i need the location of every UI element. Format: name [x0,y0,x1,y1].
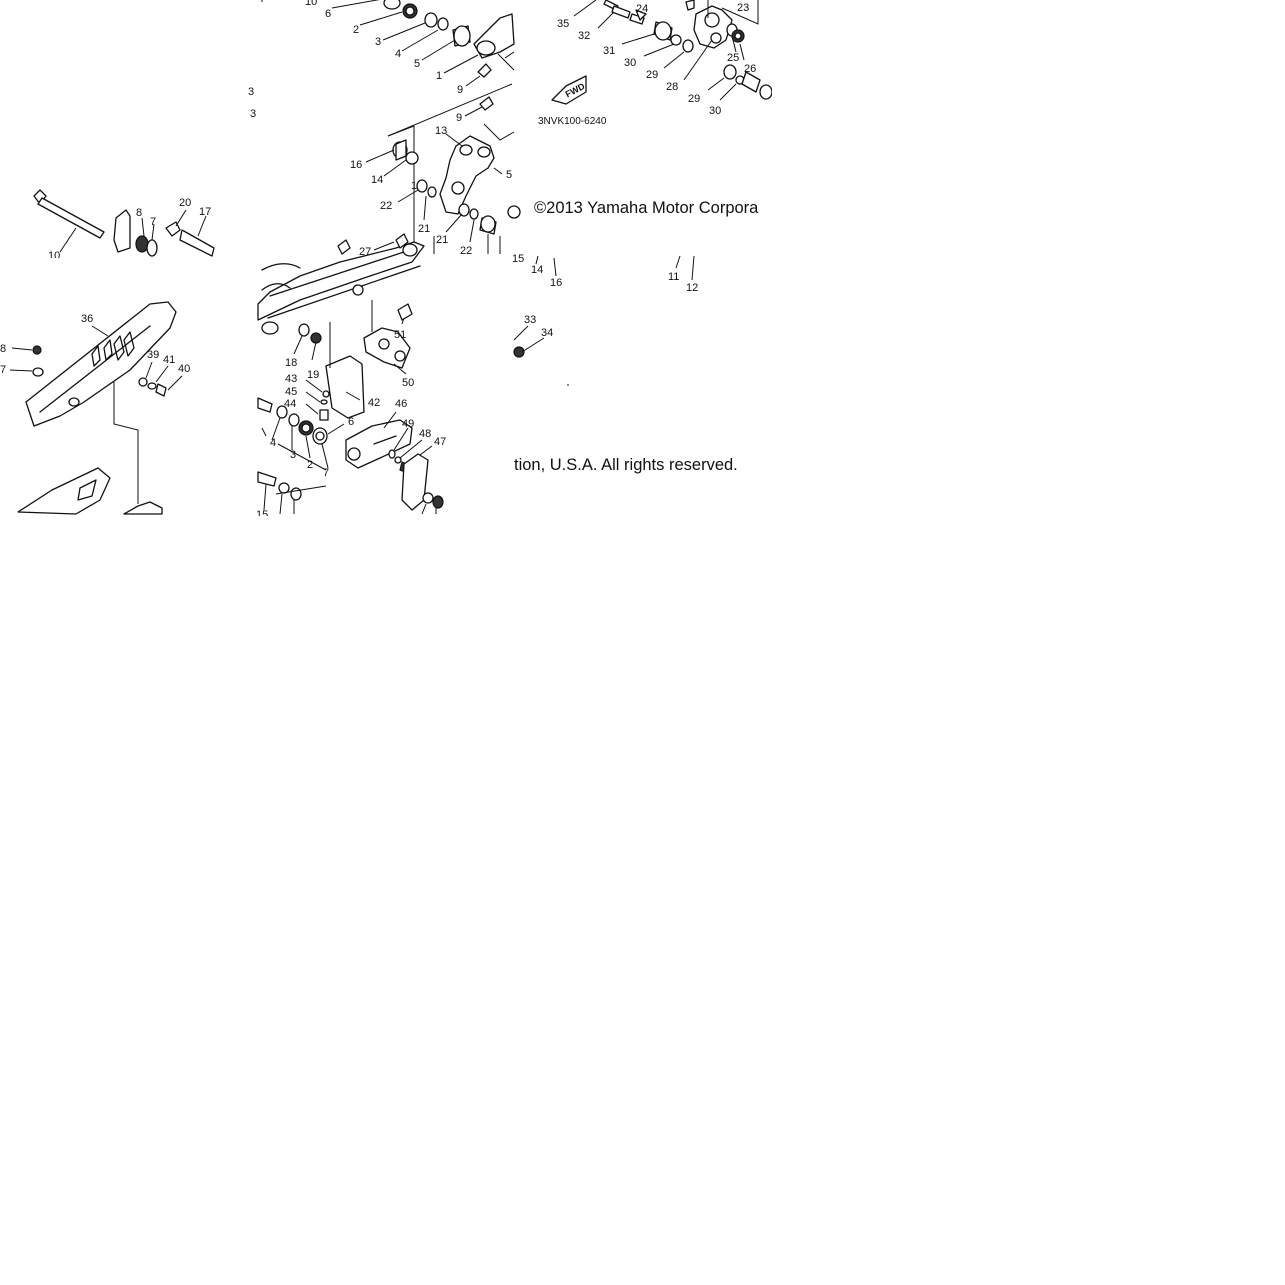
callout: 4 [270,437,276,449]
callout: 21 [436,234,448,246]
callout: 7 [323,467,329,479]
callout: 6 [325,8,331,20]
callout: 8 [0,343,6,355]
callout: 3 [375,36,381,48]
callout: 46 [395,398,407,410]
grease-nipple-2 [479,96,494,111]
tile-relay [365,125,521,254]
callout: 19 [307,369,319,381]
callout: 9 [457,84,463,96]
callout: 11 [668,271,679,283]
callout: 16 [550,277,562,289]
callout: 7 [0,364,6,376]
callout: 24 [636,3,648,15]
copyright-text-part2: tion, U.S.A. All rights reserved. [514,456,738,474]
blank-tile [0,0,246,183]
grease-nipple [477,63,492,78]
callout: 50 [402,377,414,389]
callout: 23 [737,2,749,14]
callout: 14 [371,174,383,186]
callout: 28 [666,81,678,93]
guard-42 [325,355,365,419]
bearing-part [383,0,401,10]
collar-17 [179,229,215,257]
callout: 12 [686,282,698,294]
callout: 34 [541,327,553,339]
callout: 30 [624,57,636,69]
pivot-shaft [37,197,105,239]
callout: 29 [688,93,700,105]
callout: 3 [248,86,254,98]
callout: 51 [394,329,406,341]
callout: 47 [434,436,446,448]
callout: 4 [395,48,401,60]
callout: 27 [359,246,371,258]
callout: 1 [411,180,417,192]
callout: 49 [402,418,414,430]
blank-gap-2 [0,258,256,298]
callout: 20 [179,197,191,209]
tile-chain-guard [9,301,183,515]
chain-guard-lower [17,467,111,515]
callout: 36 [81,313,93,325]
callout: 26 [744,63,756,75]
callout: 8 [136,207,142,219]
callout: 2 [307,459,313,471]
blank-gap [218,183,258,263]
tile-right-parts [513,255,695,386]
callout: 48 [419,428,431,440]
callout: 39 [147,349,159,361]
callout: 9 [456,112,462,124]
callout: 31 [603,45,615,57]
callout: 5 [506,169,512,181]
callout-numbers: 10 6 2 3 4 5 1 9 9 3 3 35 24 32 23 31 30… [0,0,756,521]
washer-part [437,17,449,31]
callout: 40 [178,363,190,375]
callout: 7 [150,216,156,228]
callout: 33 [524,314,536,326]
link-plate [741,71,761,93]
callout: 22 [380,200,392,212]
callout: 5 [414,58,420,70]
callout: 13 [435,125,447,137]
callout: 45 [285,386,297,398]
callout: 44 [284,398,296,410]
callout: 15 [512,253,524,265]
callout: 3 [290,449,296,461]
fwd-arrow-icon: FWD [551,75,587,105]
callout: 18 [285,357,297,369]
slider-part [123,501,163,515]
callout: 3 [250,108,256,120]
callout: 6 [348,416,354,428]
callout: 16 [350,159,362,171]
callout: 32 [578,30,590,42]
bolt-part [611,5,631,19]
tile-pivot-shaft [33,189,215,257]
callout: 2 [353,24,359,36]
callout: 1 [436,70,442,82]
callout: 35 [557,18,569,30]
callout: 14 [531,264,543,276]
copyright-text-part1: ©2013 Yamaha Motor Corpora [534,199,759,217]
callout: 30 [709,105,721,117]
tile-pivot-assembly [331,0,515,141]
drawing-code: 3NVK100-6240 [538,116,607,127]
callout: 10 [305,0,317,8]
blank-bottom [0,516,1285,1285]
callout: 22 [460,245,472,257]
callout: 43 [285,373,297,385]
callout: 17 [199,206,211,218]
bracket-part [113,209,131,253]
bolt-head [33,189,47,205]
callout: 25 [727,52,739,64]
bushing-part [424,12,438,28]
callout: 42 [368,397,380,409]
callout: 29 [646,69,658,81]
tile-linkage: FWD [551,0,773,105]
tile-swingarm [257,233,444,515]
callout: 21 [418,223,430,235]
callout: 41 [163,354,175,366]
tensioner-46 [345,419,413,469]
